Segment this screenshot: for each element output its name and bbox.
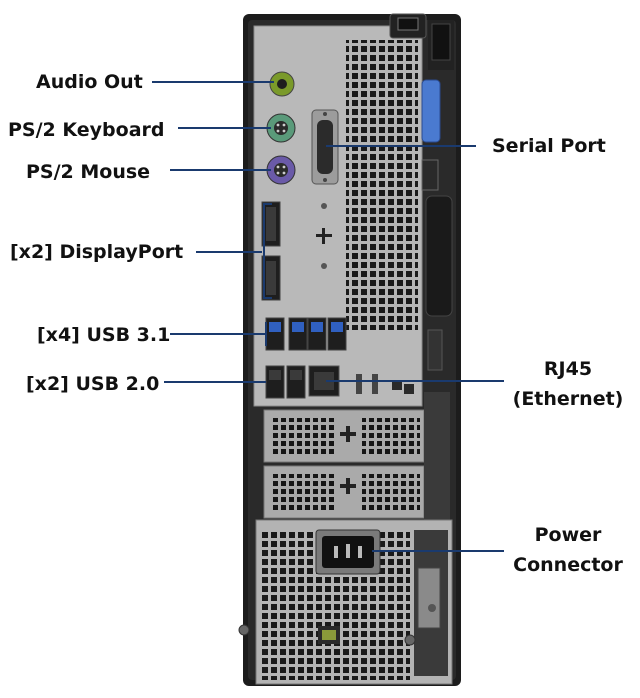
usb31-label: [x4] USB 3.1 bbox=[37, 324, 171, 346]
rj45-label-line2: (Ethernet) bbox=[512, 388, 624, 410]
rj45-label-line1: RJ45 bbox=[543, 358, 593, 380]
rj45-port bbox=[308, 365, 340, 397]
audio-out-label: Audio Out bbox=[36, 71, 143, 93]
expansion-slot-2 bbox=[263, 465, 425, 519]
chassis-side-details bbox=[389, 13, 454, 371]
slot-bracket bbox=[424, 392, 450, 522]
power-connector bbox=[315, 529, 381, 575]
displayport-bracket bbox=[263, 203, 272, 299]
panel-markings bbox=[316, 203, 332, 269]
serial-port bbox=[311, 109, 339, 185]
ps2-keyboard-port bbox=[266, 113, 296, 143]
displayport-label: [x2] DisplayPort bbox=[10, 241, 184, 263]
callout-brackets bbox=[263, 203, 272, 346]
ps2-keyboard-label: PS/2 Keyboard bbox=[8, 119, 165, 141]
usb20-ports bbox=[265, 365, 306, 399]
expansion-slot-1 bbox=[263, 409, 425, 463]
power-label-line2: Connector bbox=[513, 554, 623, 576]
ps2-mouse-port bbox=[266, 155, 296, 185]
blue-tab-icon bbox=[421, 79, 441, 143]
usb31-ports bbox=[265, 317, 347, 351]
psu-label-plate bbox=[318, 626, 340, 644]
ps2-mouse-label: PS/2 Mouse bbox=[26, 161, 151, 183]
power-connector-label: Power Connector bbox=[502, 524, 634, 576]
io-panel-details bbox=[356, 374, 414, 394]
power-label-line1: Power bbox=[534, 524, 602, 546]
callout-lines bbox=[152, 81, 504, 552]
rj45-label: RJ45 (Ethernet) bbox=[508, 358, 628, 410]
serial-port-label: Serial Port bbox=[492, 135, 606, 157]
audio-out-port bbox=[269, 71, 295, 97]
displayport-port bbox=[261, 201, 281, 301]
power-supply bbox=[238, 519, 453, 685]
usb20-label: [x2] USB 2.0 bbox=[26, 373, 160, 395]
